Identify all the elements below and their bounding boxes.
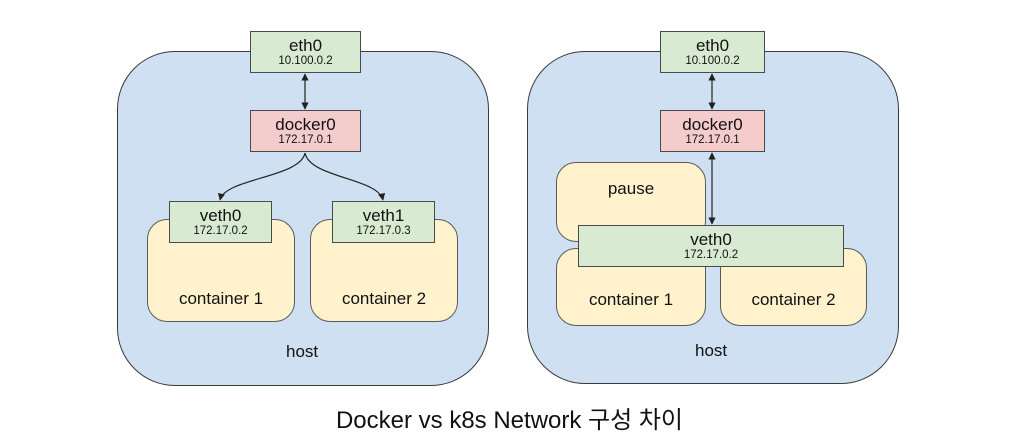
docker-veth1-ip: 172.17.0.3 [356,225,411,238]
docker-eth0-name: eth0 [288,35,323,55]
k8s-eth0-name: eth0 [695,35,730,55]
k8s-eth0-ip: 10.100.0.2 [685,55,740,68]
k8s-veth0-name: veth0 [690,229,732,249]
docker-veth1-name: veth1 [362,205,405,225]
k8s-host-label: host [695,341,728,360]
docker-container-2-label: container 2 [341,288,427,308]
k8s-veth0-ip: 172.17.0.2 [683,249,739,262]
docker-veth0-ip: 172.17.0.2 [193,225,248,238]
k8s-container-2-label: container 2 [751,290,836,309]
k8s-pause-label: pause [607,179,655,198]
docker-veth0-name: veth0 [199,205,242,225]
k8s-docker0-bridge: docker0 172.17.0.1 [660,110,765,152]
docker-docker0-ip: 172.17.0.1 [278,134,333,147]
k8s-eth0-interface: eth0 10.100.0.2 [660,31,765,73]
docker-docker0-veth0-link [217,152,306,201]
docker-eth0-ip: 10.100.0.2 [278,55,333,68]
k8s-veth0-interface: veth0 172.17.0.2 [578,225,844,267]
k8s-container-1-label: container 1 [588,290,674,309]
k8s-docker0-name: docker0 [682,114,743,134]
docker-host-label: host [286,342,319,361]
docker-docker0-bridge: docker0 172.17.0.1 [250,110,361,152]
docker-container-1-label: container 1 [178,288,264,308]
docker-docker0-veth1-link [304,152,386,201]
figure-caption: Docker vs k8s Network 구성 차이 [335,407,684,434]
docker-eth0-interface: eth0 10.100.0.2 [250,31,361,73]
docker-veth1-interface: veth1 172.17.0.3 [332,201,435,243]
docker-docker0-name: docker0 [275,114,336,134]
k8s-docker0-ip: 172.17.0.1 [685,134,740,147]
docker-veth0-interface: veth0 172.17.0.2 [169,201,272,243]
